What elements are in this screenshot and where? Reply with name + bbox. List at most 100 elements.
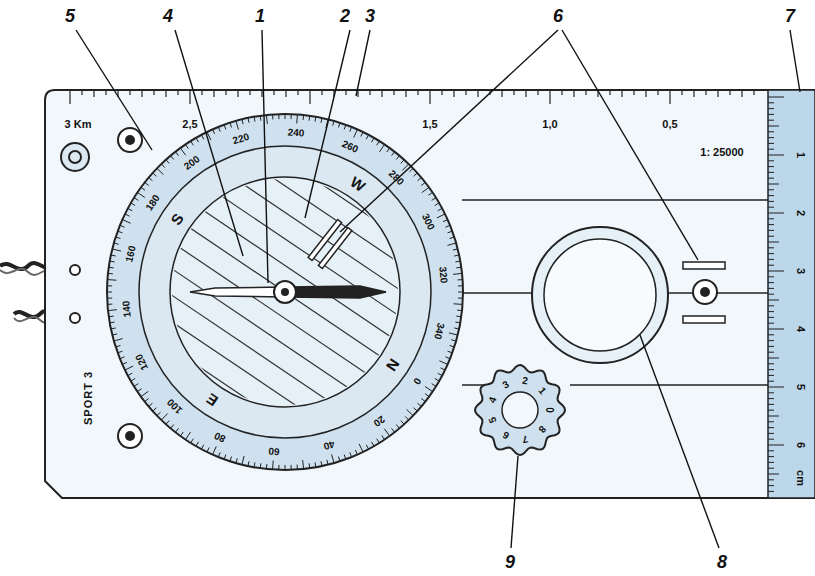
cm-tick xyxy=(768,305,774,306)
bezel-tick xyxy=(401,421,404,425)
bezel-tick xyxy=(254,117,256,122)
cm-tick xyxy=(768,184,779,185)
callout-number: 1 xyxy=(255,7,265,25)
cm-tick xyxy=(768,143,774,144)
bezel-tick xyxy=(445,225,450,227)
bezel-tick xyxy=(448,351,453,353)
cm-tick xyxy=(768,282,774,283)
scale-label: 0,5 xyxy=(662,119,677,130)
bezel-tick xyxy=(432,198,436,201)
orienting-line xyxy=(116,310,332,455)
bezel-tick xyxy=(278,114,279,119)
cm-tick xyxy=(768,166,774,167)
cm-number: 3 xyxy=(795,268,806,274)
bezel-tick xyxy=(414,408,418,411)
km-tick xyxy=(501,91,502,97)
km-tick xyxy=(477,91,478,97)
dial-knob xyxy=(475,365,565,455)
bezel-tick xyxy=(291,465,292,470)
leader-lines xyxy=(76,30,800,548)
bezel-tick xyxy=(118,351,123,353)
km-tick xyxy=(177,91,178,95)
orienting-line xyxy=(153,256,369,401)
bezel-tick xyxy=(118,231,123,233)
bezel-degree: 180 xyxy=(144,193,162,212)
bezel-tick xyxy=(224,455,226,460)
cm-tick xyxy=(768,97,784,98)
bezel-tick xyxy=(409,168,413,171)
bezel-tick xyxy=(456,316,461,318)
bezel-tick xyxy=(359,444,363,452)
bezel-tick xyxy=(332,454,334,463)
cm-tick xyxy=(768,421,774,422)
bezel-tick xyxy=(439,361,447,365)
bezel-tick xyxy=(366,445,368,449)
bezel-tick xyxy=(248,118,249,123)
km-tick xyxy=(249,91,250,95)
bezel-tick xyxy=(445,357,450,359)
direction-line xyxy=(463,292,532,294)
bezel-tick xyxy=(201,445,203,449)
bezel-tick xyxy=(110,261,115,263)
cm-tick xyxy=(768,468,774,469)
cm-tick xyxy=(768,369,774,370)
bezel-tick xyxy=(372,442,375,446)
bezel-tick xyxy=(449,333,458,335)
leader-line xyxy=(511,456,518,548)
cm-tick xyxy=(768,155,784,156)
km-tick xyxy=(549,91,550,104)
leader-line xyxy=(76,30,152,150)
km-tick xyxy=(657,91,658,95)
km-tick xyxy=(93,91,94,97)
cm-tick xyxy=(768,346,774,347)
bezel-tick xyxy=(108,273,113,275)
bezel-tick xyxy=(454,255,459,256)
cm-tick xyxy=(768,375,774,376)
km-tick xyxy=(669,91,670,104)
bezel-tick xyxy=(196,138,199,142)
bezel-tick xyxy=(333,121,334,126)
km-tick xyxy=(381,91,382,97)
bezel-tick xyxy=(111,328,116,329)
km-tick xyxy=(105,91,106,95)
bezel-tick xyxy=(309,116,311,121)
bezel-tick xyxy=(453,249,458,250)
cm-number: 1 xyxy=(795,152,806,158)
bezel-tick xyxy=(213,446,217,454)
bezel-tick xyxy=(285,114,286,119)
km-tick xyxy=(225,91,226,95)
orienting-line xyxy=(202,183,418,328)
dial-digit: 5 xyxy=(487,416,498,425)
capsule xyxy=(170,177,400,407)
bezel-tick xyxy=(401,160,404,164)
bezel-tick xyxy=(109,267,114,269)
bezel-degree: 20 xyxy=(371,413,386,428)
dial-digit: 6 xyxy=(501,429,511,440)
cm-tick xyxy=(768,271,784,272)
cm-tick xyxy=(768,172,774,173)
cm-tick xyxy=(768,392,774,393)
bezel-tick xyxy=(175,428,178,432)
bezel-tick xyxy=(291,114,292,119)
callout-number: 8 xyxy=(717,553,727,571)
bezel-tick xyxy=(458,285,463,286)
bezel-degree: 340 xyxy=(432,321,446,340)
bezel-tick xyxy=(134,198,138,201)
bezel-tick xyxy=(141,391,148,396)
bezel-tick xyxy=(175,152,178,156)
bezel-tick xyxy=(116,237,121,239)
km-scale-ticks xyxy=(70,91,754,104)
bezel-tick xyxy=(125,366,133,370)
cm-tick xyxy=(768,288,774,289)
bezel-tick xyxy=(224,125,226,130)
bezel-tick xyxy=(302,460,304,469)
km-tick xyxy=(729,91,730,95)
km-tick xyxy=(213,91,214,97)
bezel-tick xyxy=(236,121,238,130)
bezel-tick xyxy=(361,132,363,136)
cm-tick xyxy=(768,329,784,330)
km-tick xyxy=(573,91,574,97)
direction-line xyxy=(462,199,768,201)
bezel-tick xyxy=(242,456,244,465)
